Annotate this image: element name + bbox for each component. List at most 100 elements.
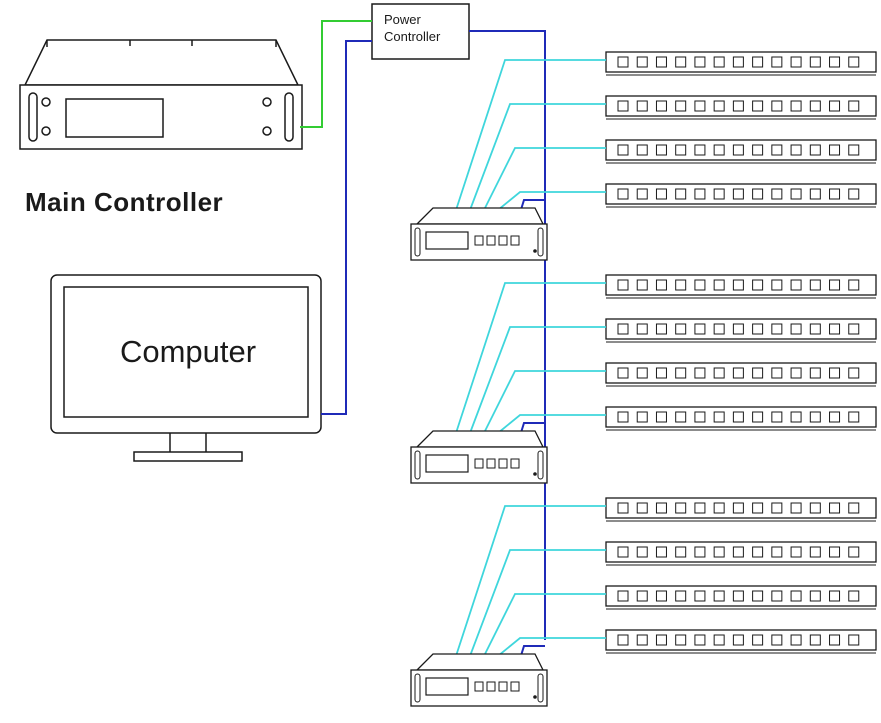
led-cell [829, 634, 841, 646]
led-cell [848, 56, 860, 68]
led-cell [617, 144, 629, 156]
led-cell [636, 279, 648, 291]
led-cell [617, 56, 629, 68]
led-cell [752, 502, 764, 514]
cables [455, 30, 606, 663]
led-cell [636, 56, 648, 68]
led-cell [617, 546, 629, 558]
led-cell [809, 323, 821, 335]
led-cell [790, 411, 802, 423]
led-bar-icon [605, 139, 877, 164]
led-bar-icon [605, 497, 877, 522]
data-cable [455, 505, 606, 657]
led-cell [732, 323, 744, 335]
power-controller: Power Controller [371, 3, 470, 60]
led-cell [848, 188, 860, 200]
led-cell [655, 411, 667, 423]
led-cell [809, 279, 821, 291]
led-bar-icon [605, 585, 877, 610]
data-cable [483, 593, 606, 657]
led-cell [809, 367, 821, 379]
led-cell [732, 411, 744, 423]
led-cell [771, 279, 783, 291]
led-cell [675, 546, 687, 558]
decoder-icon [410, 653, 548, 707]
led-cell [732, 367, 744, 379]
led-cell [636, 367, 648, 379]
computer-icon [50, 274, 322, 462]
led-cell [655, 590, 667, 602]
led-cell [655, 323, 667, 335]
led-cell [771, 590, 783, 602]
led-cell [829, 188, 841, 200]
led-cell [617, 634, 629, 646]
led-cell [752, 144, 764, 156]
led-cell [771, 411, 783, 423]
led-cell [829, 411, 841, 423]
led-bar-icon [605, 274, 877, 299]
led-cell [809, 144, 821, 156]
led-cell [752, 100, 764, 112]
led-cell [790, 502, 802, 514]
led-cell [790, 100, 802, 112]
led-cell [829, 144, 841, 156]
led-cell [617, 367, 629, 379]
led-cell [675, 502, 687, 514]
led-cell [771, 323, 783, 335]
led-cell [655, 188, 667, 200]
led-cell [829, 502, 841, 514]
led-cell [732, 144, 744, 156]
led-cell [675, 367, 687, 379]
light-bars [605, 51, 877, 654]
led-cell [752, 411, 764, 423]
led-bar-icon [605, 51, 877, 76]
led-cell [675, 279, 687, 291]
led-cell [675, 323, 687, 335]
led-cell [790, 188, 802, 200]
led-cell [675, 634, 687, 646]
led-bar-icon [605, 95, 877, 120]
data-cable [497, 191, 606, 211]
led-bar-icon [605, 183, 877, 208]
led-cell [655, 144, 667, 156]
power-controller-box [371, 3, 470, 60]
led-cell [655, 367, 667, 379]
led-cell [655, 279, 667, 291]
power-controller-label-line2: Controller [384, 29, 441, 44]
led-cell [675, 100, 687, 112]
led-cell [790, 144, 802, 156]
led-cell [694, 323, 706, 335]
led-cell [848, 144, 860, 156]
led-cell [771, 502, 783, 514]
led-bar-icon [605, 362, 877, 387]
data-cable [455, 282, 606, 434]
led-cell [829, 56, 841, 68]
led-cell [617, 279, 629, 291]
led-cell [771, 56, 783, 68]
led-cell [694, 502, 706, 514]
led-cell [655, 546, 667, 558]
led-cell [675, 411, 687, 423]
led-cell [809, 546, 821, 558]
led-cell [771, 634, 783, 646]
led-cell [809, 590, 821, 602]
led-cell [655, 56, 667, 68]
led-cell [829, 367, 841, 379]
led-cell [713, 590, 725, 602]
led-cell [636, 590, 648, 602]
led-cell [752, 323, 764, 335]
led-cell [636, 144, 648, 156]
led-cell [617, 590, 629, 602]
led-cell [829, 546, 841, 558]
led-cell [790, 590, 802, 602]
led-cell [713, 279, 725, 291]
led-cell [636, 502, 648, 514]
led-cell [752, 367, 764, 379]
data-cable [469, 326, 606, 434]
led-bar-icon [605, 629, 877, 654]
led-cell [752, 279, 764, 291]
data-cable [469, 549, 606, 657]
led-cell [617, 502, 629, 514]
led-cell [694, 411, 706, 423]
